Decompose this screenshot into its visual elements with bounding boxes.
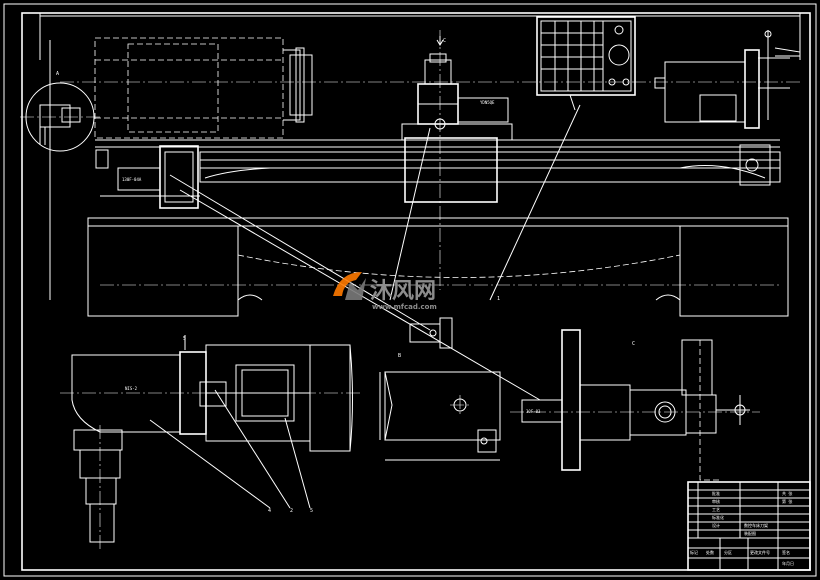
- view-c: [510, 329, 760, 481]
- view-c-label: C: [632, 341, 635, 347]
- view-a-label: A: [56, 71, 59, 77]
- tb-row-1: 批准: [712, 490, 720, 496]
- logo-mark-icon: [333, 272, 362, 296]
- right-motor-label: 30F-03: [526, 409, 541, 414]
- left-motor: [95, 145, 200, 209]
- tb-cell-date: 年月日: [782, 560, 794, 566]
- tb-row-5: 设计: [712, 522, 720, 528]
- leader-number-2: 2: [290, 508, 293, 514]
- tb-cell-zone: 分区: [724, 549, 732, 555]
- left-motor-label: 130F-04A: [122, 177, 142, 182]
- section-5-label: 5: [183, 336, 186, 342]
- view-c-arrow: [436, 36, 444, 46]
- view-a-detail: [20, 82, 100, 152]
- tailstock: [654, 30, 801, 186]
- tool-turret: [401, 30, 513, 290]
- tb-sheet-total: 共 张: [782, 490, 792, 496]
- tb-cell-mark: 标记: [690, 549, 698, 555]
- tb-row-3: 工艺: [712, 507, 720, 512]
- clamp-detail: [409, 317, 453, 349]
- leader-number-1: 4: [268, 508, 271, 514]
- headstock: [60, 37, 800, 139]
- tb-row-2: 审核: [712, 498, 720, 504]
- leader-number-3: 5: [310, 508, 313, 514]
- section-5-view: [60, 335, 360, 550]
- tb-cell-count: 处数: [706, 549, 714, 555]
- leader-lines: [169, 104, 581, 401]
- overall-dimension: [39, 13, 801, 300]
- panel-keypad: [541, 21, 604, 91]
- control-panel: [536, 16, 636, 111]
- view-b-label: B: [398, 353, 401, 359]
- inner-frame: [21, 12, 811, 571]
- top-motor-label: YDN5QE: [480, 100, 495, 105]
- cylinder-label: NIS-2: [125, 386, 138, 391]
- outer-frame: [3, 3, 817, 577]
- title-block: [687, 481, 811, 571]
- tb-drawing-name: 数控车床刀架: [744, 522, 768, 528]
- spindle-dial: [608, 44, 630, 66]
- tb-row-4: 标准化: [712, 514, 724, 520]
- tb-cell-sign: 签名: [782, 549, 790, 555]
- tb-sheet-number: 第 张: [782, 498, 792, 504]
- watermark-url: www.mfcad.com: [372, 303, 437, 311]
- view-c-arrow-label: C: [443, 38, 446, 44]
- lathe-bed: [87, 217, 789, 317]
- watermark-logo: [333, 272, 366, 300]
- tb-drawing-no: 装配图: [744, 530, 756, 536]
- bed-slide: [95, 137, 781, 203]
- callout-1-label: 1: [497, 296, 500, 302]
- view-b: [379, 371, 501, 461]
- tb-cell-change: 更改文件号: [750, 549, 770, 555]
- watermark-cn: 沐风网: [370, 279, 436, 304]
